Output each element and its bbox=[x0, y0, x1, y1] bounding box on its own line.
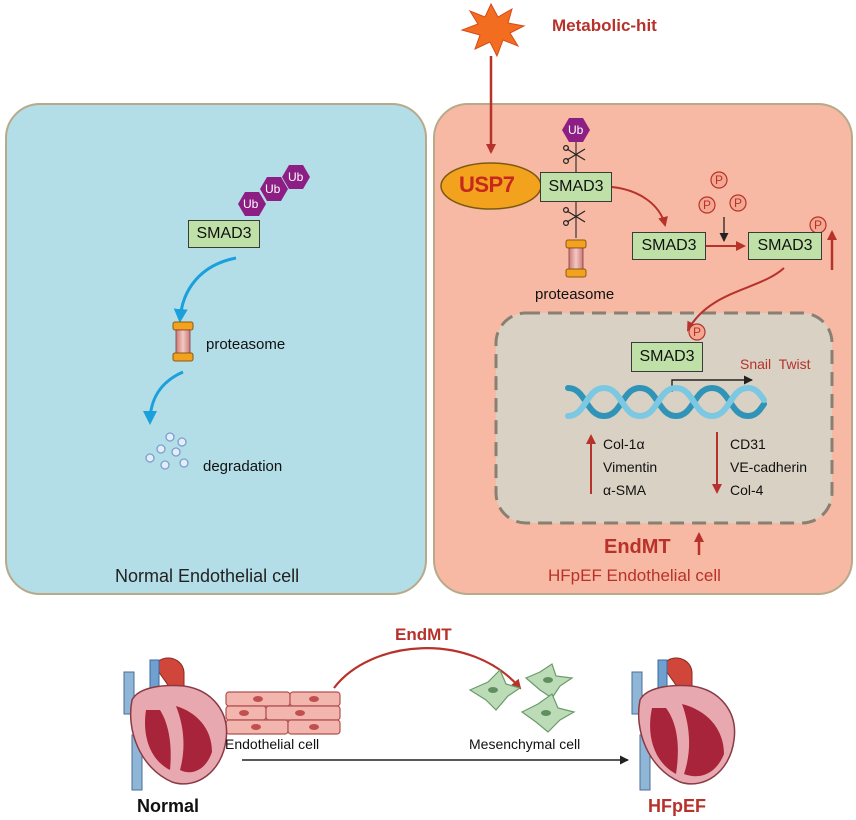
p-circle-nucleus bbox=[688, 323, 706, 341]
endmt-label-bottom: EndMT bbox=[395, 625, 452, 644]
up-gene-1: Col-1α bbox=[603, 436, 645, 452]
down-gene-2: VE-cadherin bbox=[730, 459, 808, 475]
p-circle-1 bbox=[710, 171, 728, 189]
ub-hexagon-3 bbox=[282, 165, 310, 189]
ub-label-3: Ub bbox=[288, 170, 304, 184]
proteasome-icon-normal bbox=[172, 321, 194, 362]
ub-hexagon-1 bbox=[238, 192, 266, 216]
normal-cell-panel bbox=[5, 103, 427, 595]
dna-helix bbox=[565, 384, 767, 420]
smad3-box-mid: SMAD3 bbox=[632, 232, 706, 260]
ub-label-2: Ub bbox=[265, 182, 281, 196]
p-label-3: P bbox=[734, 196, 743, 210]
arrow-smad3-to-smad3-mid bbox=[611, 186, 668, 227]
metabolic-hit-label: Metabolic-hit bbox=[552, 16, 657, 35]
proteasome-label-hfpef: proteasome bbox=[535, 286, 615, 303]
ub-label-hfpef: Ub bbox=[568, 123, 584, 137]
proteasome-label-normal: proteasome bbox=[206, 336, 286, 353]
hfpef-cell-label: HFpEF Endothelial cell bbox=[548, 566, 721, 585]
degradation-label: degradation bbox=[203, 458, 283, 475]
scissors-icon-upper bbox=[562, 145, 586, 165]
hfpef-heart-label: HFpEF bbox=[648, 796, 706, 816]
p-label-smad3: P bbox=[814, 218, 823, 232]
ub-hexagon-hfpef bbox=[562, 118, 590, 142]
mesenchymal-cell-label: Mesenchymal cell bbox=[469, 736, 581, 752]
p-label-2: P bbox=[703, 198, 712, 212]
degradation-dots bbox=[145, 432, 189, 470]
arrow-smad3-to-proteasome bbox=[173, 256, 237, 323]
heart-icon-normal bbox=[123, 657, 228, 791]
nucleus bbox=[494, 311, 834, 525]
up-gene-2: Vimentin bbox=[603, 459, 658, 475]
smad3-box-nucleus: SMAD3 bbox=[631, 342, 703, 372]
normal-heart-label: Normal bbox=[137, 796, 200, 816]
endothelial-cells-icon bbox=[225, 691, 341, 735]
up-gene-3: α-SMA bbox=[603, 482, 647, 498]
p-label-1: P bbox=[715, 173, 724, 187]
p-circle-2 bbox=[698, 196, 716, 214]
scissors-icon-lower bbox=[562, 207, 586, 227]
smad3-box-hfpef: SMAD3 bbox=[540, 172, 612, 202]
endmt-label-cell: EndMT bbox=[604, 536, 671, 558]
snail-twist-label: Snail Twist bbox=[740, 356, 811, 372]
normal-cell-label: Normal Endothelial cell bbox=[115, 566, 300, 586]
arrow-proteasome-to-degradation bbox=[143, 370, 184, 425]
usp7-label: USP7 bbox=[459, 172, 515, 197]
smad3-box-phospho: SMAD3 bbox=[748, 232, 822, 260]
p-label-nucleus: P bbox=[693, 325, 702, 339]
arrow-to-nucleus bbox=[687, 267, 785, 332]
endothelial-cell-label: Endothelial cell bbox=[225, 736, 320, 752]
metabolic-hit-starburst bbox=[460, 2, 526, 58]
mesenchymal-cells-icon bbox=[468, 663, 576, 733]
arrow-endmt-curve bbox=[333, 647, 522, 690]
ub-label-1: Ub bbox=[243, 197, 259, 211]
proteasome-icon-hfpef bbox=[565, 239, 587, 278]
p-circle-3 bbox=[729, 194, 747, 212]
heart-icon-hfpef bbox=[631, 657, 736, 791]
down-gene-1: CD31 bbox=[730, 436, 766, 452]
ub-chain-normal bbox=[238, 165, 310, 216]
smad3-box-normal: SMAD3 bbox=[188, 220, 260, 248]
ub-hexagon-2 bbox=[260, 177, 288, 201]
down-gene-3: Col-4 bbox=[730, 482, 764, 498]
